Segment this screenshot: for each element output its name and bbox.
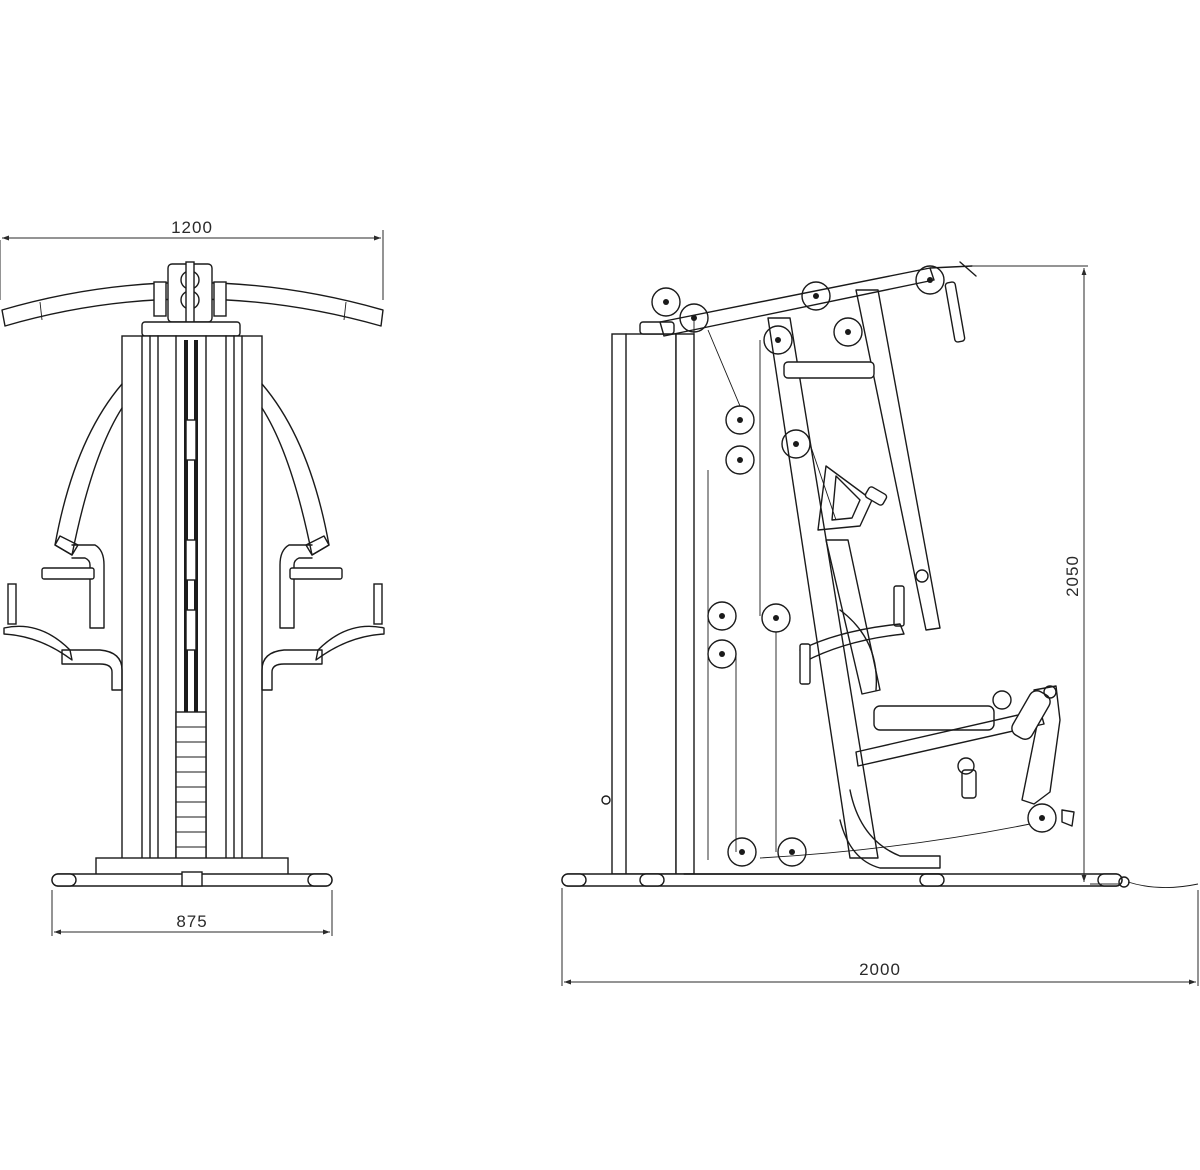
front-lat-bar: [1, 261, 384, 327]
front-right-press-arm: [261, 383, 343, 629]
dimension-side-length-label: 2000: [859, 960, 901, 979]
front-left-press-arm: [41, 383, 123, 629]
side-seat: [855, 705, 1045, 799]
dimension-side-height-label: 2050: [1063, 555, 1082, 597]
front-top-cap: [141, 321, 241, 337]
front-base: [51, 857, 333, 887]
side-cables: [693, 320, 1031, 860]
side-back-pad: [825, 539, 905, 695]
side-main-frame: [767, 289, 941, 869]
front-left-leg-pad: [3, 583, 123, 691]
side-leg-developer: [1011, 685, 1075, 827]
dimension-front-width: 1200: [0, 218, 384, 300]
side-press-arm: [799, 623, 905, 685]
dimension-front-base-width-label: 875: [176, 912, 207, 931]
side-weight-tower: [601, 321, 695, 875]
dimension-side-length: 2000: [561, 888, 1199, 986]
front-view: [1, 261, 385, 887]
dimension-front-base-width: 875: [51, 890, 333, 936]
side-grip-handle: [817, 465, 929, 583]
dimension-side-height: 2050: [972, 265, 1120, 885]
dimension-front-width-label: 1200: [171, 218, 213, 237]
side-base: [561, 873, 1199, 889]
side-view: [561, 261, 1199, 889]
front-right-leg-pad: [261, 583, 385, 691]
side-top-boom: [659, 261, 977, 343]
front-weight-plates: [176, 726, 206, 848]
front-weight-column: [121, 335, 263, 880]
